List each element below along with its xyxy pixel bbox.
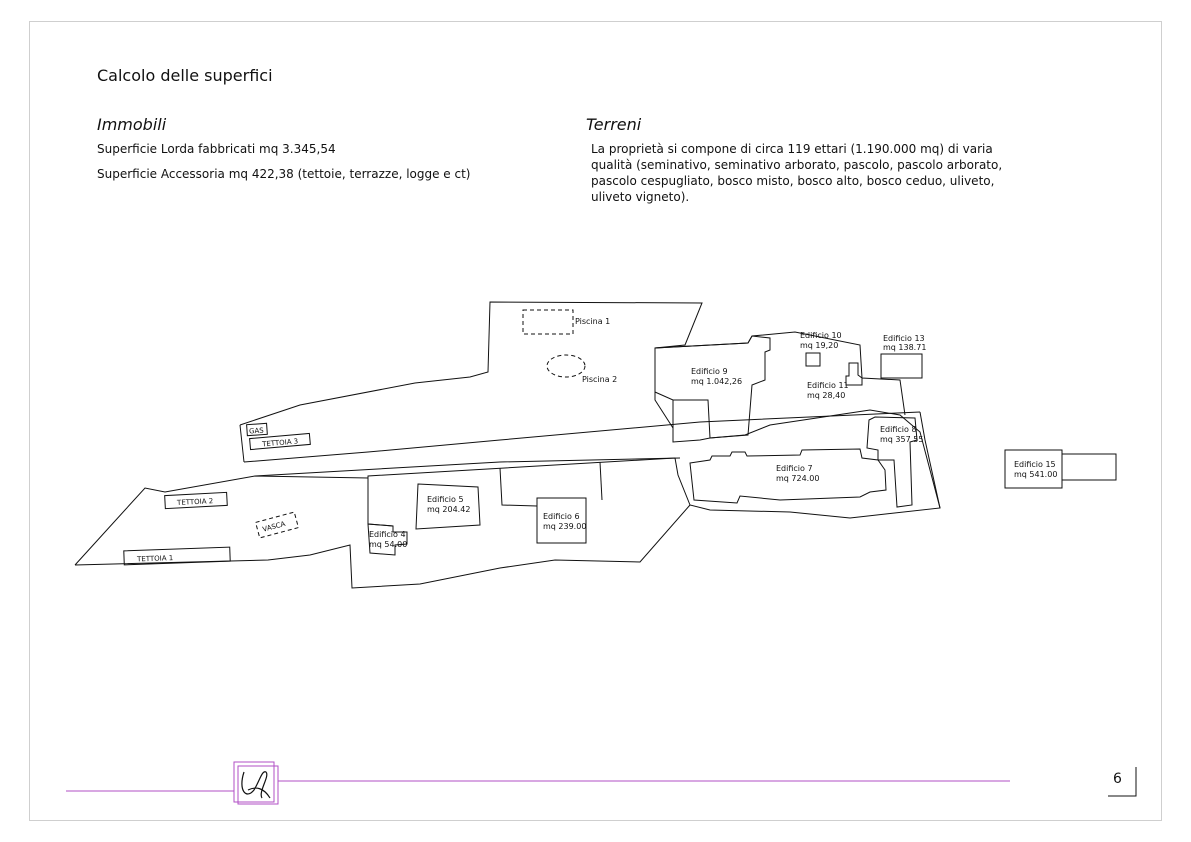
east-edge bbox=[919, 411, 941, 509]
tettoia-3-box: TETTOIA 3 bbox=[249, 432, 311, 451]
tettoia-2-label: TETTOIA 2 bbox=[176, 497, 214, 507]
edificio-13-name: Edificio 13 bbox=[883, 334, 925, 343]
page-title: Calcolo delle superfici bbox=[97, 66, 273, 85]
road-upper bbox=[243, 411, 921, 463]
tettoia-1-box: TETTOIA 1 bbox=[123, 546, 231, 566]
edificio-13-outline bbox=[880, 353, 923, 379]
edificio-8-area: mq 357.55 bbox=[880, 435, 923, 444]
parcel-line-b bbox=[499, 467, 538, 507]
edificio-5-name: Edificio 5 bbox=[427, 495, 464, 504]
parcel-line-c bbox=[599, 461, 603, 501]
terreni-line-1: La proprietà si compone di circa 119 ett… bbox=[591, 142, 993, 156]
page-frame bbox=[29, 21, 1162, 821]
parcel-line-a bbox=[367, 478, 394, 527]
edificio-15-name: Edificio 15 bbox=[1014, 460, 1056, 469]
edificio-15-outline bbox=[1004, 449, 1063, 489]
gas-box: GAS bbox=[246, 422, 268, 437]
immobili-line-2: Superficie Accessoria mq 422,38 (tettoie… bbox=[97, 167, 471, 181]
edificio-5-area: mq 204.42 bbox=[427, 505, 470, 514]
terreni-line-2: qualità (seminativo, seminativo arborato… bbox=[591, 158, 1003, 172]
immobili-heading: Immobili bbox=[97, 115, 167, 134]
edificio-10-name: Edificio 10 bbox=[800, 331, 842, 340]
edificio-7-area: mq 724.00 bbox=[776, 474, 819, 483]
edificio-11-name: Edificio 11 bbox=[807, 381, 849, 390]
terreni-line-3: pascolo cespugliato, bosco misto, bosco … bbox=[591, 174, 995, 188]
edificio-10-outline bbox=[805, 352, 821, 367]
gas-label: GAS bbox=[249, 427, 265, 436]
edificio-6-area: mq 239.00 bbox=[543, 522, 586, 531]
edificio-6-name: Edificio 6 bbox=[543, 512, 580, 521]
piscina-1-label: Piscina 1 bbox=[575, 317, 610, 326]
edificio-6-outline bbox=[536, 497, 587, 544]
edificio-8-outline bbox=[866, 416, 918, 508]
road-lower bbox=[254, 457, 681, 477]
terreni-line-4: uliveto vigneto). bbox=[591, 190, 690, 204]
edificio-10-area: mq 19,20 bbox=[800, 341, 838, 350]
tettoia-3-label: TETTOIA 3 bbox=[261, 437, 299, 448]
piscina-2-outline bbox=[546, 354, 586, 378]
vasca-box: VASCA bbox=[254, 511, 300, 539]
edificio-11-outline bbox=[845, 362, 863, 386]
edificio-11-area: mq 28,40 bbox=[807, 391, 845, 400]
immobili-line-1: Superficie Lorda fabbricati mq 3.345,54 bbox=[97, 142, 336, 156]
edificio-4-outline bbox=[367, 523, 408, 556]
edificio-9-outline bbox=[654, 335, 771, 440]
edificio-4-area: mq 54.00 bbox=[369, 540, 407, 549]
piscina-2-label: Piscina 2 bbox=[582, 375, 617, 384]
edificio-15-area: mq 541.00 bbox=[1014, 470, 1057, 479]
tettoia-1-label: TETTOIA 1 bbox=[136, 554, 173, 563]
site-boundary bbox=[74, 331, 941, 589]
page-number: 6 bbox=[1113, 771, 1122, 787]
page-number-bracket bbox=[1108, 767, 1137, 797]
edificio-8-name: Edificio 8 bbox=[880, 425, 917, 434]
edificio-13-area: mq 138.71 bbox=[883, 343, 926, 352]
edificio-7-name: Edificio 7 bbox=[776, 464, 813, 473]
edificio-7-outline bbox=[689, 448, 887, 504]
edificio-15-annex bbox=[1061, 453, 1117, 481]
north-parcel bbox=[239, 301, 703, 463]
tettoia-2-box: TETTOIA 2 bbox=[164, 491, 228, 510]
logo-monogram-icon bbox=[233, 761, 279, 805]
terreni-heading: Terreni bbox=[586, 115, 642, 134]
edificio-4-name: Edificio 4 bbox=[369, 530, 406, 539]
edificio-5-outline bbox=[415, 483, 481, 530]
piscina-1-outline bbox=[522, 309, 574, 335]
edificio-9-area: mq 1.042,26 bbox=[691, 377, 742, 386]
edificio-9-name: Edificio 9 bbox=[691, 367, 728, 376]
